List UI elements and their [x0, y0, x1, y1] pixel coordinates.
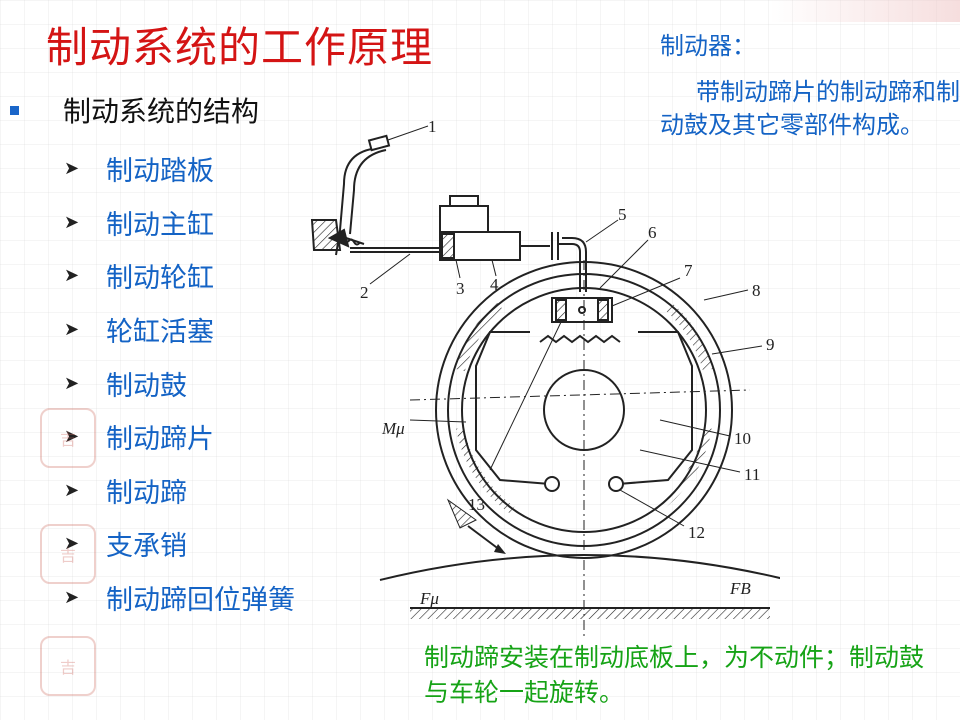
arrow-bullet-icon: ➤: [64, 587, 80, 609]
page-title: 制动系统的工作原理: [46, 23, 434, 72]
section-heading: 制动系统的结构: [10, 90, 259, 130]
decorative-corner: [770, 0, 960, 22]
list-item: ➤ 制动蹄: [64, 464, 295, 518]
label-8: 8: [752, 281, 761, 300]
arrow-bullet-icon: ➤: [64, 426, 80, 448]
arrow-bullet-icon: ➤: [64, 211, 80, 233]
label-5: 5: [618, 205, 627, 224]
label-6: 6: [648, 223, 657, 242]
arrow-bullet-icon: ➤: [64, 372, 80, 394]
arrow-bullet-icon: ➤: [64, 265, 80, 287]
label-3: 3: [456, 279, 465, 298]
brake-diagram: 1 2 3 4 5 6 7 8 9 10 11 12 13 Mμ Fμ FB: [310, 117, 780, 640]
rotation-arrow: [379, 498, 780, 581]
list-item-label: 制动踏板: [106, 156, 214, 188]
wheel-cylinder: [539, 297, 621, 344]
list-item-label: 制动鼓: [106, 370, 187, 402]
label-f-mu: Fμ: [419, 589, 439, 608]
list-item: ➤ 支承销: [64, 517, 295, 571]
brake-note-body: 带制动蹄片的制动蹄和制动鼓及其它零部件构成。: [660, 77, 960, 140]
drum-note: 制动蹄安装在制动底板上，为不动件；制动鼓与车轮一起旋转。: [424, 643, 925, 707]
seal-stamp-icon: 吉: [40, 636, 96, 696]
label-12: 12: [688, 523, 705, 542]
leader-lines: [369, 125, 763, 527]
square-bullet-icon: [10, 105, 19, 115]
label-1: 1: [428, 117, 437, 136]
list-item-label: 制动蹄片: [106, 424, 214, 456]
structure-list: ➤制动踏板 ➤制动主缸 ➤制动轮缸 ➤轮缸活塞 ➤制动鼓 ➤制动蹄片 ➤制动蹄 …: [64, 142, 295, 624]
pedal-assembly: [310, 134, 440, 256]
arrow-bullet-icon: ➤: [64, 319, 80, 341]
list-item: ➤ 制动蹄片: [64, 410, 295, 464]
center-lines: [409, 260, 751, 640]
list-item: ➤ 制动轮缸: [64, 249, 295, 303]
label-11: 11: [744, 465, 760, 484]
list-item: ➤ 轮缸活塞: [64, 303, 295, 357]
brake-note: 制动器： 带制动蹄片的制动蹄和制动鼓及其它零部件构成。: [660, 30, 960, 143]
master-cylinder: [439, 195, 587, 292]
arrow-bullet-icon: ➤: [64, 533, 80, 555]
arrow-bullet-icon: ➤: [64, 158, 80, 180]
label-7: 7: [684, 261, 693, 280]
label-9: 9: [766, 335, 775, 354]
label-mu-moment: Mμ: [381, 419, 405, 438]
ground-line: [410, 607, 770, 619]
label-2: 2: [360, 283, 369, 302]
label-4: 4: [490, 275, 499, 294]
seal-stamp-icon: 吉: [40, 524, 96, 584]
list-item: ➤ 制动蹄回位弹簧: [64, 571, 295, 625]
list-item: ➤ 制动踏板: [64, 142, 295, 196]
diagram-labels: 1 2 3 4 5 6 7 8 9 10 11 12 13 Mμ Fμ FB: [360, 117, 775, 608]
seal-stamp-icon: 吉: [40, 408, 96, 468]
label-10: 10: [734, 429, 751, 448]
list-item-label: 制动蹄回位弹簧: [106, 585, 295, 617]
section-label: 制动系统的结构: [63, 95, 260, 128]
list-item: ➤ 制动鼓: [64, 356, 295, 410]
label-13: 13: [468, 495, 485, 514]
list-item: ➤ 制动主缸: [64, 196, 295, 250]
list-item-label: 制动主缸: [106, 209, 214, 241]
label-f-b: FB: [729, 579, 751, 598]
list-item-label: 制动蹄: [106, 477, 187, 509]
arrow-bullet-icon: ➤: [64, 479, 80, 501]
list-item-label: 支承销: [106, 531, 187, 563]
list-item-label: 制动轮缸: [106, 263, 214, 295]
brake-note-title: 制动器：: [660, 32, 756, 60]
list-item-label: 轮缸活塞: [106, 317, 214, 349]
brake-shoes: [475, 331, 693, 492]
